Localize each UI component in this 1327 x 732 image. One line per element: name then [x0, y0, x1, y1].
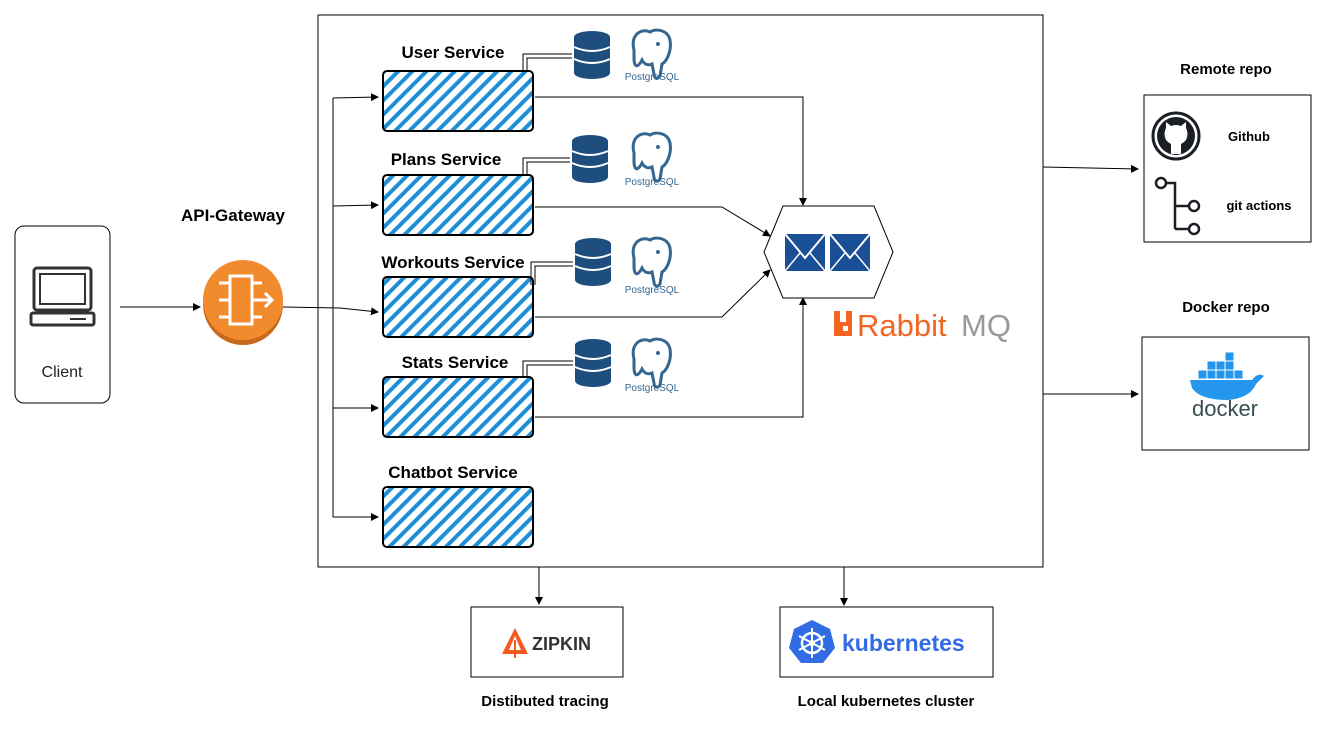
cluster-container	[317, 14, 1044, 568]
computer-icon	[29, 266, 96, 327]
envelope-icon	[784, 233, 826, 272]
database-icon	[574, 238, 612, 286]
github-icon	[1151, 111, 1201, 161]
docker-whale-icon	[1190, 351, 1264, 400]
service-plans: Plans Service	[382, 150, 534, 236]
gateway-icon	[203, 260, 283, 345]
envelope-icon	[829, 233, 871, 272]
broker-connectors	[535, 96, 807, 418]
gateway-routing-lines	[282, 93, 379, 521]
postgresql-label: PostgreSQL	[625, 285, 680, 296]
db-connectors	[522, 53, 573, 377]
postgresql-label: PostgreSQL	[625, 177, 680, 188]
rabbitmq-icon	[834, 311, 852, 336]
rabbitmq-text-mq: MQ	[961, 308, 1011, 343]
rabbitmq-text-rabbit: Rabbit	[857, 308, 947, 343]
zipkin-icon	[502, 628, 528, 658]
gateway-label: API-Gateway	[181, 206, 285, 225]
service-label-chatbot: Chatbot Service	[388, 463, 517, 482]
zipkin-logo-text: ZIPKIN	[532, 634, 591, 654]
database-icon	[571, 135, 609, 183]
postgresql-label: PostgreSQL	[625, 72, 680, 83]
service-stats: Stats Service	[382, 353, 534, 438]
service-label-user: User Service	[401, 43, 504, 62]
docker-repo-title: Docker repo	[1182, 299, 1270, 316]
git-actions-icon	[1154, 176, 1201, 236]
service-chatbot: Chatbot Service	[382, 463, 534, 548]
docker-repo-box: docker	[1141, 336, 1310, 451]
postgresql-logo: PostgreSQL	[625, 337, 680, 394]
postgresql-logo: PostgreSQL	[625, 28, 680, 83]
service-label-plans: Plans Service	[391, 150, 502, 169]
docker-logo-text: docker	[1192, 396, 1258, 421]
cluster-to-remote-repo-arrow	[1042, 164, 1139, 173]
service-label-stats: Stats Service	[402, 353, 509, 372]
client-label: Client	[42, 364, 83, 381]
database-icon	[574, 339, 612, 387]
remote-repo-box: Github git actions	[1143, 94, 1312, 243]
service-label-workouts: Workouts Service	[381, 253, 524, 272]
tracing-caption: Distibuted tracing	[481, 693, 609, 710]
postgresql-label: PostgreSQL	[625, 383, 680, 394]
client-node: Client	[14, 225, 111, 404]
postgresql-logo: PostgreSQL	[625, 236, 680, 296]
github-label: Github	[1228, 129, 1270, 144]
service-workouts: Workouts Service	[381, 253, 534, 338]
remote-repo-title: Remote repo	[1180, 61, 1272, 78]
kubernetes-icon	[789, 620, 835, 663]
kubernetes-caption: Local kubernetes cluster	[798, 693, 975, 710]
postgresql-logo: PostgreSQL	[625, 131, 680, 188]
zipkin-box: ZIPKIN	[470, 606, 624, 678]
kubernetes-logo-text: kubernetes	[842, 630, 965, 656]
message-broker-node	[763, 205, 894, 299]
service-user: User Service	[382, 43, 534, 132]
database-icon	[573, 31, 611, 79]
git-actions-label: git actions	[1226, 198, 1291, 213]
rabbitmq-logo: Rabbit MQ	[834, 308, 1011, 343]
kubernetes-box: kubernetes	[779, 606, 994, 678]
